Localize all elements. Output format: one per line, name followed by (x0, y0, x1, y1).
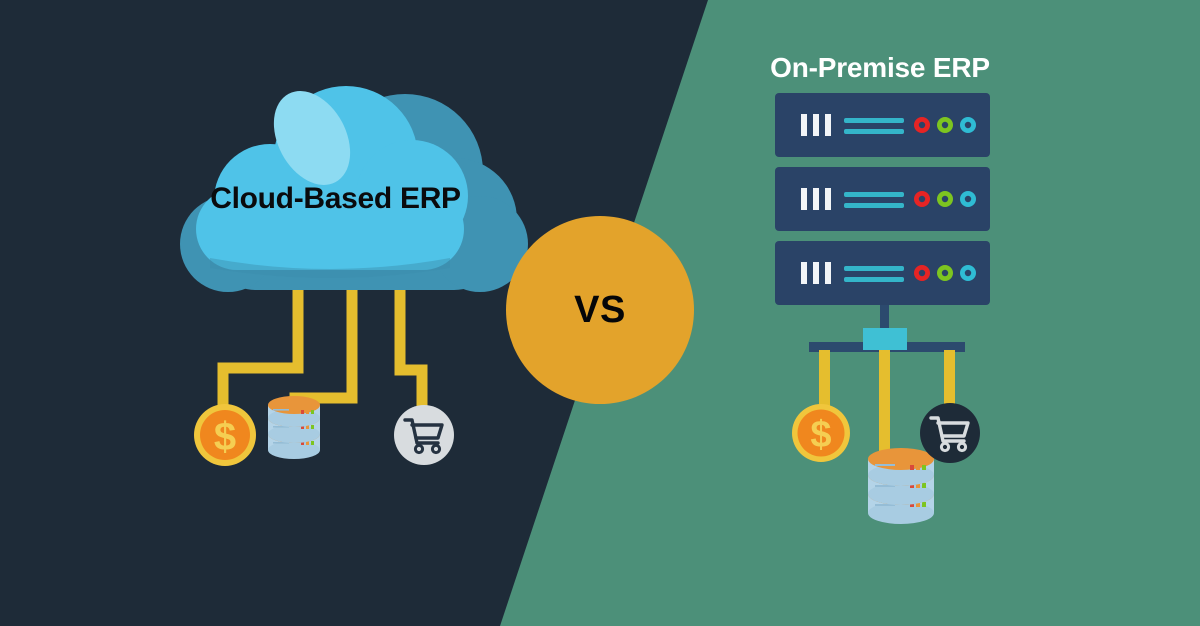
server-vent-bars (801, 262, 831, 284)
network-switch-icon[interactable] (863, 328, 907, 350)
server-rack-icon[interactable] (775, 93, 990, 157)
shopping-cart-icon[interactable] (919, 402, 981, 464)
cloud-inner-shadow (210, 258, 450, 278)
server-status-lines (844, 266, 904, 282)
vs-label: VS (574, 289, 626, 331)
server-status-lines (844, 118, 904, 134)
cloud-highlight (273, 91, 351, 185)
cart-circle (394, 405, 454, 465)
cart-wheel-right (430, 443, 442, 455)
db-disc-top (268, 396, 320, 427)
vs-badge: VS (506, 216, 694, 404)
dollar-coin-icon[interactable]: $ (790, 402, 852, 464)
coin-dollar-symbol: $ (214, 415, 236, 459)
server-rack-icon[interactable] (775, 167, 990, 231)
connector-to-cart (394, 278, 428, 420)
cloud-icon (180, 86, 528, 292)
cart-wheel-left (939, 441, 951, 453)
cloud-label: Cloud-Based ERP (210, 182, 461, 215)
cart-wheel-right (956, 441, 968, 453)
coin-face (797, 409, 845, 457)
server-rack-icon[interactable] (775, 241, 990, 305)
dollar-coin-icon[interactable]: $ (192, 402, 258, 468)
database-stack-icon[interactable] (263, 396, 325, 462)
connector-to-money (217, 278, 304, 420)
onpremise-title: On-Premise ERP (770, 52, 990, 83)
connector-riser (880, 300, 889, 332)
server-status-lines (844, 192, 904, 208)
cart-glyph (403, 418, 444, 445)
server-vent-bars (801, 114, 831, 136)
database-stack-icon[interactable] (862, 448, 940, 528)
server-body (775, 93, 990, 157)
server-leds (914, 117, 976, 133)
server-leds (914, 191, 976, 207)
coin-dollar-symbol: $ (810, 414, 831, 456)
db-disc-top (868, 448, 934, 486)
server-vent-bars (801, 188, 831, 210)
cart-glyph (929, 416, 970, 443)
connector-drops (819, 350, 955, 465)
cart-circle (920, 403, 980, 463)
server-body (775, 241, 990, 305)
server-leds (914, 265, 976, 281)
cart-wheel-left (413, 443, 425, 455)
shopping-cart-icon[interactable] (393, 404, 455, 466)
server-body (775, 167, 990, 231)
coin-face (200, 410, 250, 460)
right-connector-lines (809, 300, 965, 465)
